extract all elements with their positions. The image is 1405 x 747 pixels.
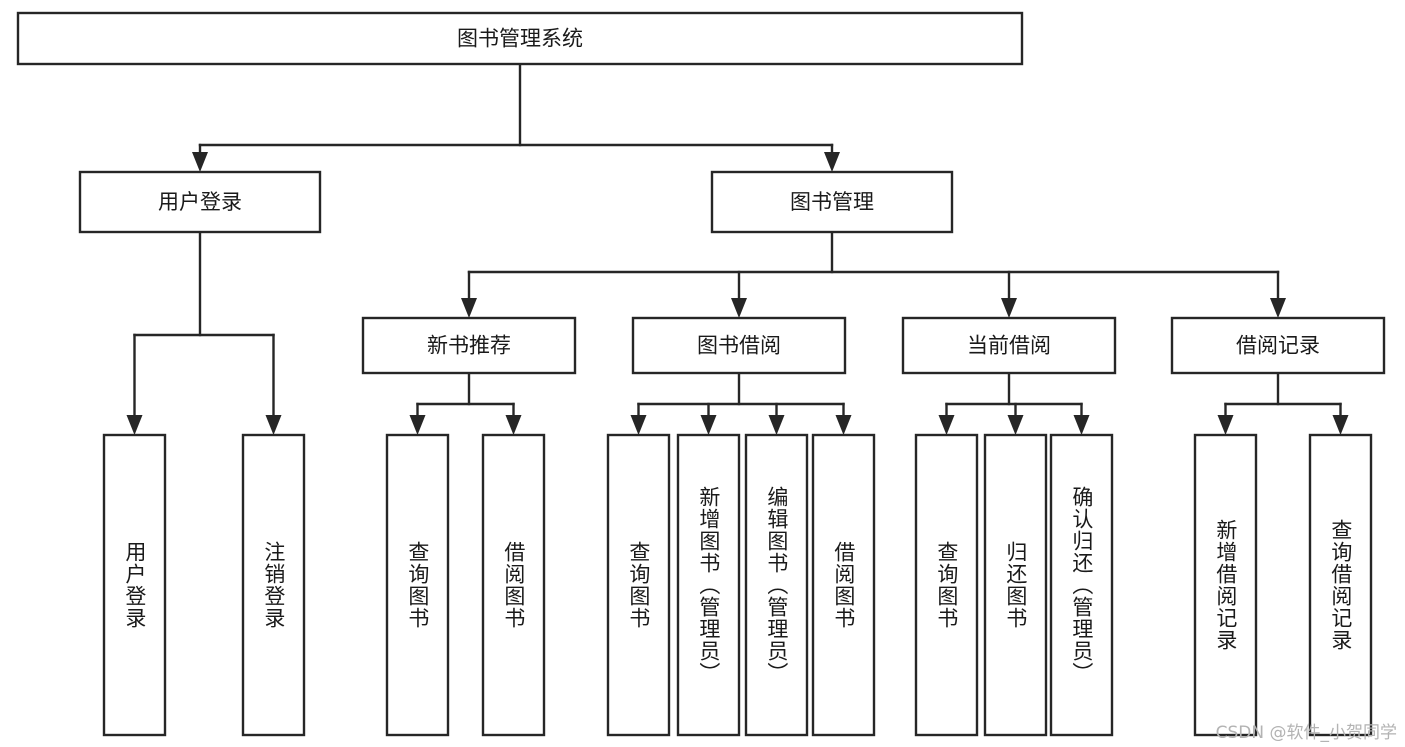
node-box-new-book-recommend[interactable] <box>361 316 577 375</box>
node-label-user-login: 用户登录 <box>158 190 242 214</box>
node-label-book-management: 图书管理 <box>790 190 874 214</box>
node-box-leaf-logout[interactable] <box>241 433 306 737</box>
current-borrow-to-leaf-query-book-3-arrowhead <box>938 415 955 435</box>
new-book-recommend-to-leaf-query-book-1-arrowhead <box>409 415 426 435</box>
book-borrow-to-leaf-query-book-2-arrowhead <box>630 415 647 435</box>
current-borrow-to-leaf-confirm-return-arrowhead <box>1073 415 1090 435</box>
book-borrow-to-leaf-borrow-book-2-arrowhead <box>835 415 852 435</box>
node-box-book-management[interactable] <box>710 170 954 234</box>
borrow-record-to-leaf-add-borrow-record-arrowhead <box>1217 415 1234 435</box>
node-box-user-login[interactable] <box>78 170 322 234</box>
node-box-leaf-query-book-2[interactable] <box>606 433 671 737</box>
node-box-leaf-borrow-book-2[interactable] <box>811 433 876 737</box>
node-box-leaf-return-book[interactable] <box>983 433 1048 737</box>
book-borrow-to-leaf-add-book-admin-arrowhead <box>700 415 717 435</box>
root-to-user-login-arrowhead <box>192 152 208 172</box>
book-borrow-to-leaf-edit-book-admin-arrowhead <box>768 415 785 435</box>
book-management-to-new-book-recommend-arrowhead <box>461 298 477 318</box>
node-box-current-borrow[interactable] <box>901 316 1117 375</box>
node-label-borrow-record: 借阅记录 <box>1236 334 1320 358</box>
node-box-leaf-add-book-admin[interactable] <box>676 433 741 737</box>
node-box-leaf-confirm-return[interactable] <box>1049 433 1114 737</box>
node-box-root[interactable] <box>16 11 1024 66</box>
node-box-leaf-borrow-book-1[interactable] <box>481 433 546 737</box>
borrow-record-to-leaf-query-borrow-record-arrowhead <box>1332 415 1349 435</box>
node-box-leaf-add-borrow-record[interactable] <box>1193 433 1258 737</box>
node-box-borrow-record[interactable] <box>1170 316 1386 375</box>
boxes-layer <box>16 11 1386 737</box>
connectors-layer <box>126 62 1349 435</box>
user-login-to-leaf-logout-arrowhead <box>265 415 282 435</box>
node-box-leaf-query-borrow-record[interactable] <box>1308 433 1373 737</box>
book-management-to-current-borrow-arrowhead <box>1001 298 1017 318</box>
node-box-leaf-query-book-1[interactable] <box>385 433 450 737</box>
root-to-book-management-arrowhead <box>824 152 840 172</box>
node-box-leaf-user-login[interactable] <box>102 433 167 737</box>
node-box-leaf-edit-book-admin[interactable] <box>744 433 809 737</box>
user-login-to-leaf-user-login-arrowhead <box>126 415 143 435</box>
node-label-book-borrow: 图书借阅 <box>697 334 781 358</box>
node-label-root: 图书管理系统 <box>457 27 583 51</box>
node-box-book-borrow[interactable] <box>631 316 847 375</box>
node-label-new-book-recommend: 新书推荐 <box>427 334 511 358</box>
node-box-leaf-query-book-3[interactable] <box>914 433 979 737</box>
book-management-to-book-borrow-arrowhead <box>731 298 747 318</box>
new-book-recommend-to-leaf-borrow-book-1-arrowhead <box>505 415 522 435</box>
book-management-to-borrow-record-arrowhead <box>1270 298 1286 318</box>
current-borrow-to-leaf-return-book-arrowhead <box>1007 415 1024 435</box>
node-label-current-borrow: 当前借阅 <box>967 334 1051 358</box>
